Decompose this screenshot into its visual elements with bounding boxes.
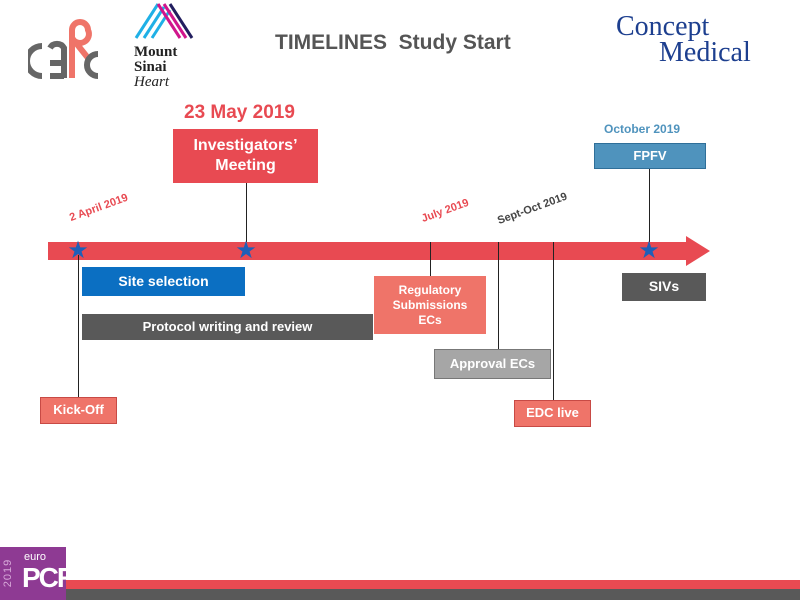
investigators-meeting-box: Investigators’ Meeting <box>173 129 318 183</box>
regulatory-box: Regulatory Submissions ECs <box>374 276 486 334</box>
july-date-label: July 2019 <box>419 196 471 225</box>
kickoff-box: Kick-Off <box>40 397 117 424</box>
logo-text: Medical <box>659 37 751 68</box>
edc-box: EDC live <box>514 400 591 427</box>
investigators-date: 23 May 2019 <box>184 102 295 123</box>
europcr-logo: 2019 euro PCR <box>0 547 77 600</box>
logo-text: Mount <box>134 44 178 60</box>
page-title: TIMELINES Study Start <box>275 31 511 54</box>
logo-text: Concept <box>616 11 710 42</box>
april-date-label: 2 April 2019 <box>67 191 130 224</box>
logo-text: euro <box>24 551 47 563</box>
milestone-star-icon: ★ <box>235 237 257 264</box>
sivs-box: SIVs <box>622 273 706 301</box>
septoct-date-label: Sept-Oct 2019 <box>495 190 569 227</box>
connector-line <box>246 182 247 242</box>
connector-line <box>78 255 79 397</box>
connector-line <box>553 242 554 400</box>
connector-line <box>649 169 650 242</box>
logo-text: Sinai <box>134 59 167 75</box>
fpfv-box: FPFV <box>594 143 706 169</box>
approval-box: Approval ECs <box>434 349 551 379</box>
connector-line <box>498 242 499 349</box>
logo-text: Heart <box>134 74 169 90</box>
protocol-box: Protocol writing and review <box>82 314 373 340</box>
logo-text: 2019 <box>2 558 15 588</box>
connector-line <box>430 242 431 276</box>
site-selection-box: Site selection <box>82 267 245 296</box>
cerc-logo <box>24 18 103 83</box>
milestone-star-icon: ★ <box>67 237 89 264</box>
footer-gray-bar <box>66 589 800 600</box>
milestone-star-icon: ★ <box>638 237 660 264</box>
timeline-arrow <box>48 236 710 271</box>
october-date-label: October 2019 <box>604 122 681 136</box>
footer-red-bar <box>66 580 800 589</box>
